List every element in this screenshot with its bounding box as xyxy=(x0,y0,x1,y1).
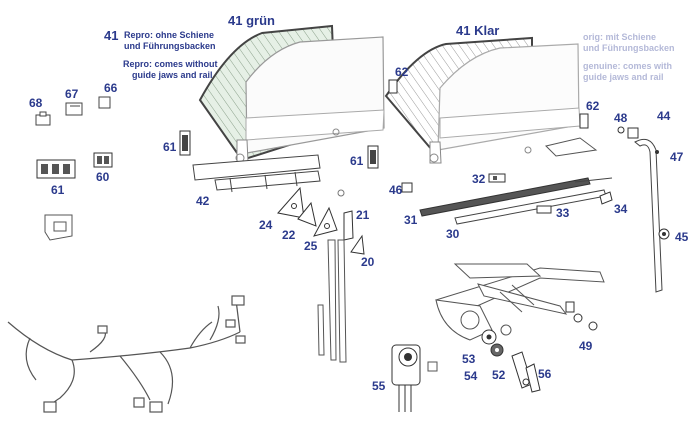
note-repro-de: Repro: ohne Schiene und Führungsbacken xyxy=(124,30,216,52)
callout-46: 46 xyxy=(389,183,403,197)
note-repro-en: Repro: comes without guide jaws and rail xyxy=(123,59,218,81)
callout-61-left-guide: 61 xyxy=(163,140,177,154)
callout-22: 22 xyxy=(282,228,296,242)
note-repro-en-line1: Repro: comes without xyxy=(123,59,218,69)
note-orig-en-line2: guide jaws and rail xyxy=(583,72,664,82)
callout-67: 67 xyxy=(65,87,79,101)
retainer-62-right xyxy=(579,113,589,129)
callout-54: 54 xyxy=(464,369,478,383)
callout-34: 34 xyxy=(614,202,628,216)
callout-33: 33 xyxy=(556,206,570,220)
note-orig-en: genuine: comes with guide jaws and rail xyxy=(583,61,672,83)
clip-67 xyxy=(65,102,83,116)
glass-guide-right xyxy=(367,145,379,169)
callout-61-housing: 61 xyxy=(51,183,65,197)
callout-45: 45 xyxy=(675,230,689,244)
slider-32 xyxy=(488,173,506,183)
bracket-20 xyxy=(350,234,365,255)
note-repro-en-line2: guide jaws and rail xyxy=(132,70,213,80)
callout-30: 30 xyxy=(446,227,460,241)
title-glass-clear: 41 Klar xyxy=(456,23,500,38)
callout-21: 21 xyxy=(356,208,370,222)
callout-48: 48 xyxy=(614,111,628,125)
bracket-22 xyxy=(297,201,317,227)
callout-62-upper: 62 xyxy=(395,65,409,79)
callout-68: 68 xyxy=(29,96,43,110)
callout-25: 25 xyxy=(304,239,318,253)
clip-68 xyxy=(35,111,51,126)
note-repro-de-line2: und Führungsbacken xyxy=(124,41,216,51)
window-regulator xyxy=(435,263,605,341)
corner-bracket xyxy=(545,137,598,157)
note-orig-de-line1: orig: mit Schiene xyxy=(583,32,657,42)
rear-guide-rail-44 xyxy=(617,126,670,293)
small-part xyxy=(427,361,438,372)
small-clip xyxy=(337,189,345,197)
link-56 xyxy=(525,363,541,393)
note-orig-de: orig: mit Schiene und Führungsbacken xyxy=(583,32,675,54)
note-orig-de-line2: und Führungsbacken xyxy=(583,43,675,53)
callout-47: 47 xyxy=(670,150,684,164)
callout-42: 42 xyxy=(196,194,210,208)
callout-49: 49 xyxy=(579,339,593,353)
bracket-21 xyxy=(343,210,354,241)
switch-housing-61 xyxy=(36,159,76,179)
gear-54 xyxy=(490,343,504,357)
callout-56: 56 xyxy=(538,367,552,381)
switch-housing-60 xyxy=(93,152,113,168)
regulator-motor-55 xyxy=(391,344,421,412)
callout-60: 60 xyxy=(96,170,110,184)
bracket-25 xyxy=(313,206,338,237)
clip-66 xyxy=(98,96,111,109)
slider-46 xyxy=(401,182,413,193)
door-glass-clear xyxy=(384,36,581,164)
callout-62-lower: 62 xyxy=(586,99,600,113)
callout-52: 52 xyxy=(492,368,506,382)
slider-33 xyxy=(536,205,552,214)
callout-61-right-guide: 61 xyxy=(350,154,364,168)
retainer-62-left xyxy=(388,79,398,94)
connector-block xyxy=(44,214,73,241)
rail-31 xyxy=(419,177,591,217)
wiring-harness xyxy=(7,295,246,413)
gear-53 xyxy=(481,329,497,345)
title-glass-green: 41 grün xyxy=(228,13,275,28)
glass-guide-left xyxy=(179,130,191,156)
callout-44: 44 xyxy=(657,109,671,123)
callout-20: 20 xyxy=(361,255,375,269)
note-repro-de-line1: Repro: ohne Schiene xyxy=(124,30,215,40)
door-glass-green xyxy=(198,24,385,163)
guide-34 xyxy=(599,191,613,205)
callout-24: 24 xyxy=(259,218,273,232)
callout-66: 66 xyxy=(104,81,118,95)
bracket-24 xyxy=(277,186,305,219)
callout-55: 55 xyxy=(372,379,386,393)
note-orig-en-line1: genuine: comes with xyxy=(583,61,673,71)
vertical-channel-left xyxy=(317,239,347,363)
note-repro-number: 41 xyxy=(104,28,119,43)
glass-rail-42 xyxy=(192,154,321,193)
callout-53: 53 xyxy=(462,352,476,366)
callout-32: 32 xyxy=(472,172,486,186)
callout-31: 31 xyxy=(404,213,418,227)
